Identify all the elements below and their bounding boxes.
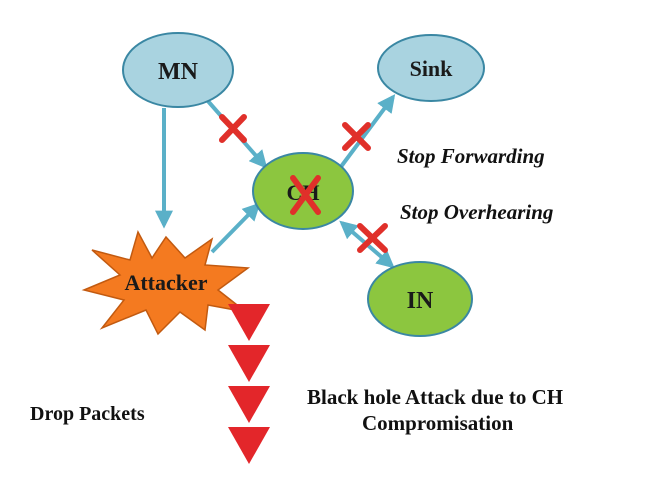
node-attacker-label: Attacker (124, 270, 207, 295)
caption-line-2: Compromisation (362, 411, 514, 435)
node-attacker: Attacker (81, 230, 251, 336)
node-in: IN (367, 261, 473, 337)
caption-line-1: Black hole Attack due to CH (307, 385, 563, 409)
cross-mn-ch-icon (219, 114, 247, 143)
arrow-ch-to-sink (338, 94, 396, 170)
drop-packet-triangle (228, 304, 270, 341)
node-mn: MN (122, 32, 234, 108)
cross-ch-node-icon (290, 175, 321, 215)
node-in-label: IN (407, 288, 434, 314)
drop-packet-triangle (228, 345, 270, 382)
drop-packet-triangle (228, 386, 270, 423)
stop-forwarding-label: Stop Forwarding (397, 144, 545, 168)
node-sink: Sink (377, 34, 485, 102)
drop-packet-triangle (228, 427, 270, 464)
node-mn-label: MN (158, 59, 199, 85)
cross-ch-sink-icon (342, 122, 371, 151)
cross-ch-in-icon (357, 223, 388, 253)
drop-packets-label: Drop Packets (30, 403, 145, 425)
node-sink-label: Sink (410, 56, 454, 81)
stop-overhearing-label: Stop Overhearing (400, 200, 553, 224)
arrow-attacker-to-ch (210, 202, 261, 254)
